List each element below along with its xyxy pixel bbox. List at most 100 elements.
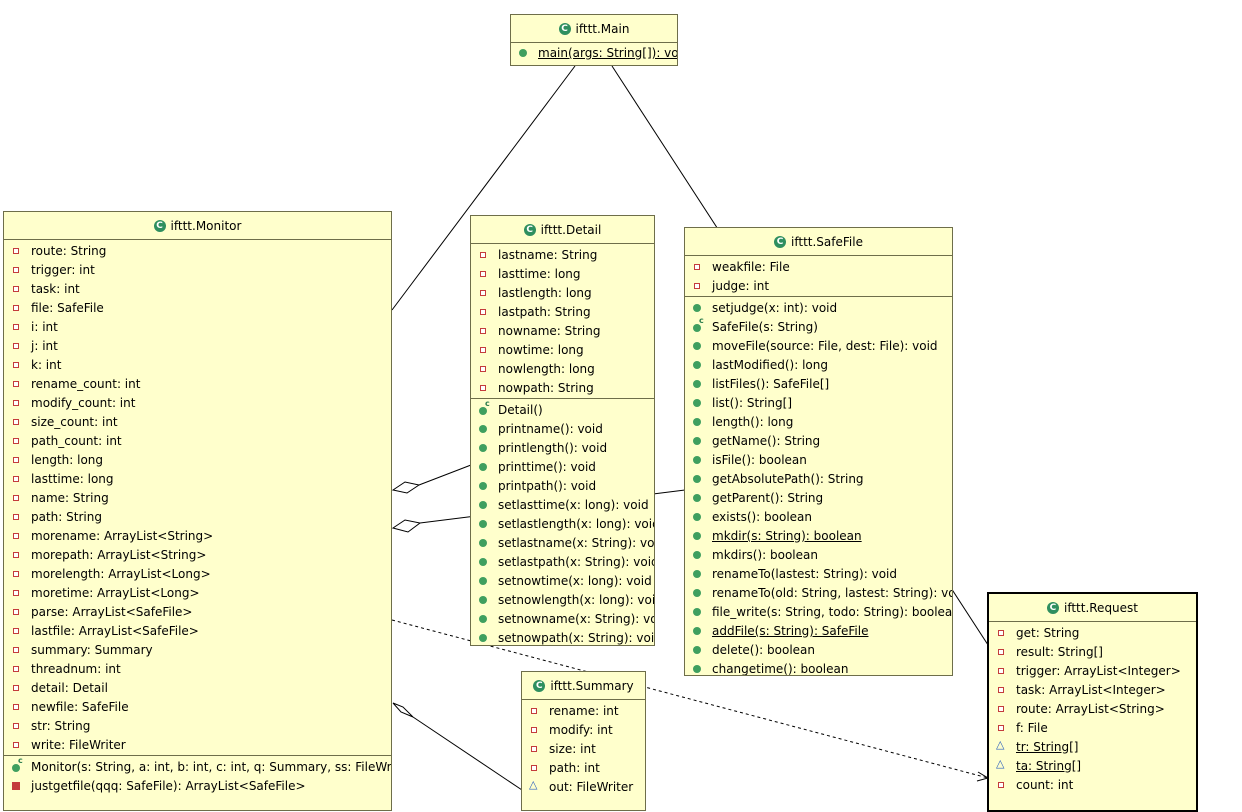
field-row[interactable]: modify: int [522, 720, 645, 739]
class-summary[interactable]: C ifttt.Summary rename: int modify: int … [521, 671, 646, 811]
method-row[interactable]: printtime(): void [471, 457, 654, 476]
class-icon: C [774, 235, 787, 248]
field-row[interactable]: morepath: ArrayList<String> [4, 545, 391, 564]
method-row[interactable]: SafeFile(s: String) [685, 316, 952, 336]
field-row[interactable]: trigger: int [4, 260, 391, 279]
field-row[interactable]: j: int [4, 336, 391, 355]
class-title: ifttt.SafeFile [791, 234, 863, 249]
field-row[interactable]: weakfile: File [685, 257, 952, 276]
field-row[interactable]: route: String [4, 241, 391, 260]
field-row[interactable]: ta: String[] [989, 756, 1196, 775]
field-row[interactable]: path: int [522, 758, 645, 777]
method-row[interactable]: length(): long [685, 412, 952, 431]
method-row[interactable]: addFile(s: String): SafeFile [685, 621, 952, 640]
field-row[interactable]: task: int [4, 279, 391, 298]
class-detail[interactable]: C ifttt.Detail lastname: String lasttime… [470, 215, 655, 646]
method-row[interactable]: setnowlength(x: long): void [471, 590, 654, 609]
field-row[interactable]: k: int [4, 355, 391, 374]
method-row[interactable]: setlasttime(x: long): void [471, 495, 654, 514]
field-label: size: int [549, 741, 596, 756]
method-row[interactable]: setlastname(x: String): void [471, 533, 654, 552]
field-row[interactable]: summary: Summary [4, 640, 391, 659]
method-row[interactable]: setlastlength(x: long): void [471, 514, 654, 533]
edge-monitor-detail[interactable] [418, 464, 472, 486]
field-row[interactable]: size_count: int [4, 412, 391, 431]
field-row[interactable]: lastfile: ArrayList<SafeFile> [4, 621, 391, 640]
field-row[interactable]: count: int [989, 775, 1196, 794]
field-row[interactable]: path_count: int [4, 431, 391, 450]
field-row[interactable]: morename: ArrayList<String> [4, 526, 391, 545]
field-row[interactable]: path: String [4, 507, 391, 526]
field-row[interactable]: result: String[] [989, 642, 1196, 661]
field-row[interactable]: detail: Detail [4, 678, 391, 697]
field-row[interactable]: modify_count: int [4, 393, 391, 412]
class-safefile[interactable]: C ifttt.SafeFile weakfile: File judge: i… [684, 227, 953, 676]
field-row[interactable]: task: ArrayList<Integer> [989, 680, 1196, 699]
field-row[interactable]: nowlength: long [471, 359, 654, 378]
method-row[interactable]: setnowname(x: String): void [471, 609, 654, 628]
field-row[interactable]: route: ArrayList<String> [989, 699, 1196, 718]
field-row[interactable]: judge: int [685, 276, 952, 295]
field-row[interactable]: lasttime: long [4, 469, 391, 488]
method-row[interactable]: printname(): void [471, 419, 654, 438]
field-row[interactable]: morelength: ArrayList<Long> [4, 564, 391, 583]
method-row[interactable]: setnowpath(x: String): void [471, 628, 654, 645]
field-row[interactable]: parse: ArrayList<SafeFile> [4, 602, 391, 621]
field-row[interactable]: out: FileWriter [522, 777, 645, 796]
method-row[interactable]: justgetfile(qqq: SafeFile): ArrayList<Sa… [4, 776, 391, 795]
field-row[interactable]: moretime: ArrayList<Long> [4, 583, 391, 602]
method-row[interactable]: changetime(): boolean [685, 659, 952, 675]
method-row[interactable]: mkdir(s: String): boolean [685, 526, 952, 545]
method-row[interactable]: getName(): String [685, 431, 952, 450]
method-row[interactable]: setjudge(x: int): void [685, 298, 952, 317]
field-row[interactable]: f: File [989, 718, 1196, 737]
edge-main-monitor[interactable] [391, 65, 576, 311]
method-row[interactable]: setnowtime(x: long): void [471, 571, 654, 590]
class-main[interactable]: C ifttt.Main main(args: String[]): void [510, 14, 678, 66]
field-row[interactable]: write: FileWriter [4, 735, 391, 754]
field-row[interactable]: lasttime: long [471, 264, 654, 283]
method-row[interactable]: moveFile(source: File, dest: File): void [685, 336, 952, 355]
edge-monitor-summary[interactable] [412, 716, 523, 791]
method-row[interactable]: main(args: String[]): void [511, 44, 677, 62]
method-row[interactable]: getParent(): String [685, 488, 952, 507]
method-row[interactable]: Detail() [471, 399, 654, 419]
field-row[interactable]: size: int [522, 739, 645, 758]
field-row[interactable]: lastpath: String [471, 302, 654, 321]
method-row[interactable]: file_write(s: String, todo: String): boo… [685, 602, 952, 621]
method-row[interactable]: exists(): boolean [685, 507, 952, 526]
method-row[interactable]: Monitor(s: String, a: int, b: int, c: in… [4, 756, 391, 776]
method-row[interactable]: printpath(): void [471, 476, 654, 495]
method-row[interactable]: delete(): boolean [685, 640, 952, 659]
field-row[interactable]: nowname: String [471, 321, 654, 340]
method-row[interactable]: list(): String[] [685, 393, 952, 412]
method-row[interactable]: setlastpath(x: String): void [471, 552, 654, 571]
field-row[interactable]: threadnum: int [4, 659, 391, 678]
field-row[interactable]: lastname: String [471, 245, 654, 264]
method-row[interactable]: listFiles(): SafeFile[] [685, 374, 952, 393]
class-request[interactable]: C ifttt.Request get: String result: Stri… [987, 592, 1198, 812]
field-row[interactable]: get: String [989, 623, 1196, 642]
field-row[interactable]: lastlength: long [471, 283, 654, 302]
field-row[interactable]: trigger: ArrayList<Integer> [989, 661, 1196, 680]
method-row[interactable]: getAbsolutePath(): String [685, 469, 952, 488]
field-row[interactable]: newfile: SafeFile [4, 697, 391, 716]
method-row[interactable]: lastModified(): long [685, 355, 952, 374]
field-row[interactable]: file: SafeFile [4, 298, 391, 317]
field-row[interactable]: tr: String[] [989, 737, 1196, 756]
field-row[interactable]: i: int [4, 317, 391, 336]
edge-monitor-request-dependency[interactable] [391, 619, 989, 779]
field-row[interactable]: name: String [4, 488, 391, 507]
field-row[interactable]: rename_count: int [4, 374, 391, 393]
method-row[interactable]: isFile(): boolean [685, 450, 952, 469]
method-row[interactable]: mkdirs(): boolean [685, 545, 952, 564]
field-row[interactable]: str: String [4, 716, 391, 735]
field-row[interactable]: length: long [4, 450, 391, 469]
field-row[interactable]: nowpath: String [471, 378, 654, 397]
field-row[interactable]: nowtime: long [471, 340, 654, 359]
method-row[interactable]: printlength(): void [471, 438, 654, 457]
method-row[interactable]: renameTo(lastest: String): void [685, 564, 952, 583]
method-row[interactable]: renameTo(old: String, lastest: String): … [685, 583, 952, 602]
field-row[interactable]: rename: int [522, 701, 645, 720]
class-monitor[interactable]: C ifttt.Monitor route: String trigger: i… [3, 211, 392, 811]
